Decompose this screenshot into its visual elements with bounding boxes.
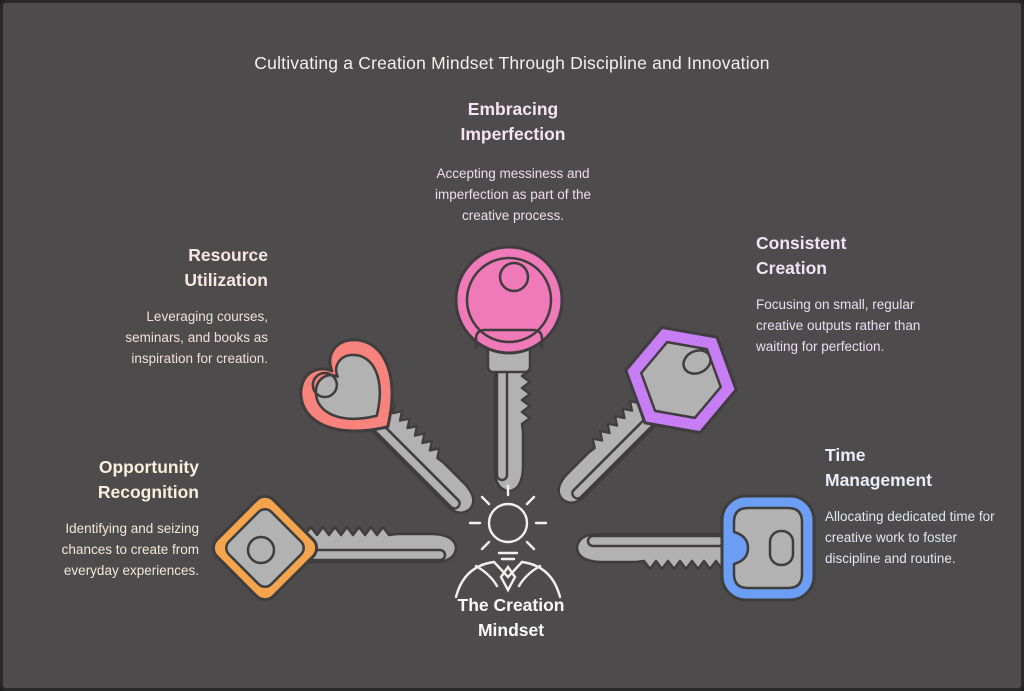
section-body: Focusing on small, regular creative outp…	[756, 297, 921, 354]
section-heading: Embracing Imperfection	[460, 99, 566, 144]
key-head-inner-ring	[465, 256, 553, 344]
key-opportunity-recognition	[211, 494, 458, 602]
key-head-inner	[314, 353, 381, 420]
key-head	[454, 245, 564, 355]
key-head-inner	[732, 506, 804, 590]
section-body: Accepting messiness and imperfection as …	[434, 166, 592, 223]
section-resource-utilization: Resource Utilization Leveraging courses,…	[48, 243, 268, 369]
section-time-management: Time Management Allocating dedicated tim…	[825, 443, 1015, 569]
key-hole	[768, 529, 795, 567]
section-consistent-creation: Consistent Creation Focusing on small, r…	[756, 231, 986, 357]
center-label: The Creation Mindset	[363, 593, 659, 643]
person-idea-lightbulb-icon	[454, 484, 562, 599]
key-head-inner	[225, 508, 305, 588]
keys-illustration	[211, 245, 816, 602]
section-body: Identifying and seizing chances to creat…	[61, 521, 199, 578]
key-time-management	[575, 494, 816, 602]
section-heading: Time Management	[825, 445, 932, 490]
section-heading: Resource Utilization	[184, 245, 268, 290]
section-heading: Consistent Creation	[756, 233, 847, 278]
page-title: Cultivating a Creation Mindset Through D…	[254, 53, 770, 73]
section-body: Leveraging courses, seminars, and books …	[125, 309, 268, 366]
center-label-text: The Creation Mindset	[457, 595, 565, 640]
key-hole	[682, 349, 712, 375]
key-consistent-creation	[546, 325, 738, 510]
key-hole	[246, 535, 276, 565]
key-embracing-imperfection	[454, 245, 564, 493]
section-body: Allocating dedicated time for creative w…	[825, 509, 995, 566]
section-opportunity-recognition: Opportunity Recognition Identifying and …	[31, 455, 199, 581]
section-embracing-imperfection: Embracing Imperfection Accepting messine…	[338, 97, 688, 226]
key-resource-utilization	[299, 338, 486, 520]
key-notch	[474, 328, 544, 349]
key-hole	[311, 371, 339, 399]
key-hole	[498, 261, 530, 293]
key-head-inner	[640, 340, 722, 420]
section-heading: Opportunity Recognition	[97, 457, 199, 502]
